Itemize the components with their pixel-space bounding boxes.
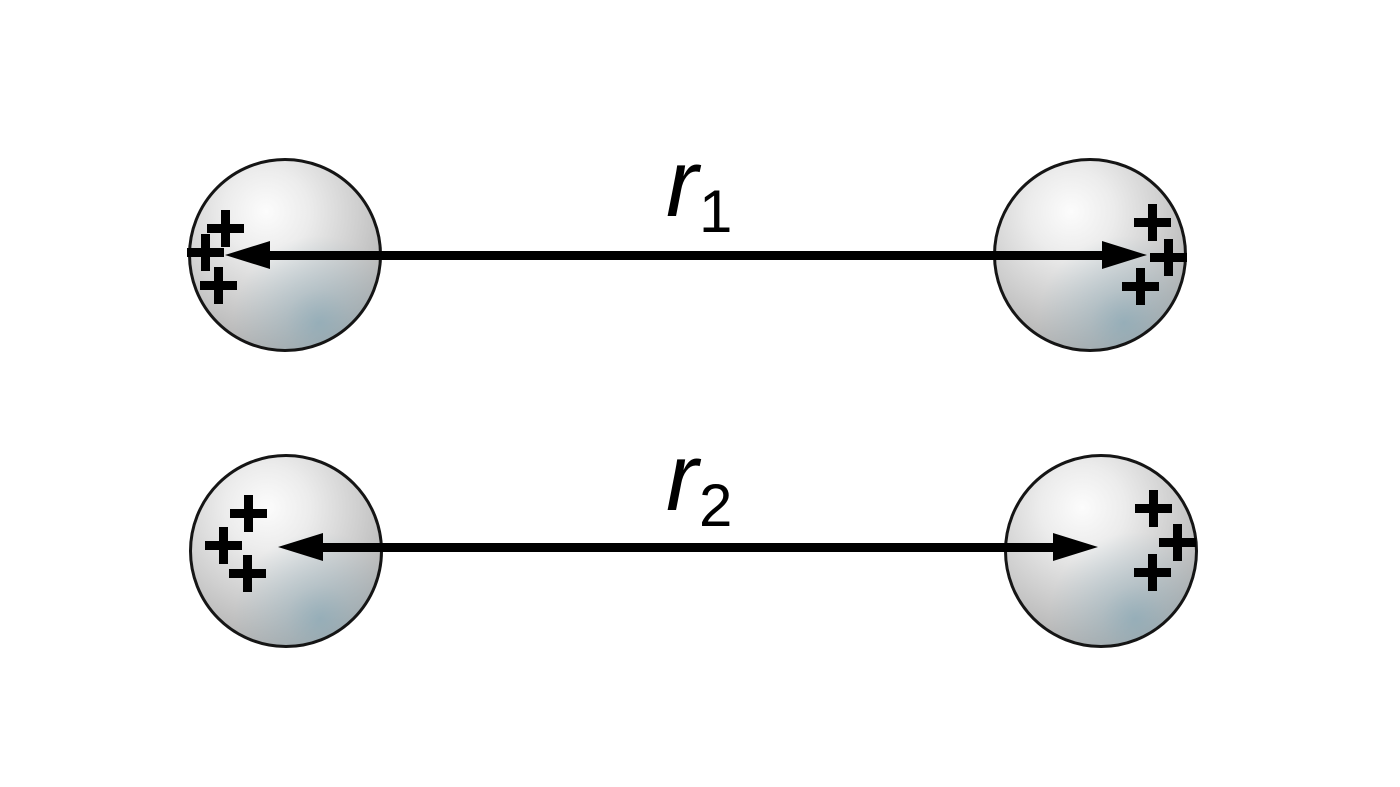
plus-charge-icon [187,234,224,271]
label-subscript: 2 [698,472,733,539]
plus-charge-icon [207,210,244,247]
plus-charge-icon [205,527,242,564]
plus-charge-icon [1134,554,1171,591]
plus-charge-icon [1150,239,1187,276]
arrowhead-right-icon [1102,241,1147,269]
plus-charge-icon [229,555,266,592]
distance-arrow-r1 [225,241,1147,269]
plus-charge-icon [230,495,267,532]
arrowhead-right-icon [1053,533,1098,561]
plus-charge-icon [200,267,237,304]
plus-charge-icon [1122,268,1159,305]
distance-arrow-r2 [278,533,1098,561]
arrowhead-left-icon [225,241,270,269]
plus-charge-icon [1159,524,1196,561]
arrow-shaft [316,543,1060,552]
label-symbol: r [666,130,698,237]
label-symbol: r [666,424,698,531]
arrow-shaft [263,251,1109,260]
distance-label-r2: r2 [666,430,732,536]
plus-charge-icon [1135,490,1172,527]
distance-label-r1: r1 [666,136,732,242]
arrowhead-left-icon [278,533,323,561]
plus-charge-icon [1134,204,1171,241]
label-subscript: 1 [698,178,733,245]
